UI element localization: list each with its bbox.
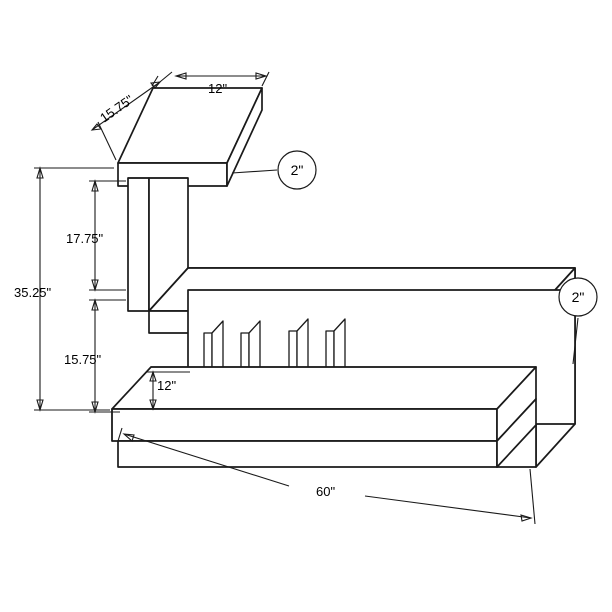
dim-overall-length: 60" xyxy=(117,427,536,525)
furniture-geometry xyxy=(111,87,576,468)
dim-label-base-depth: 12" xyxy=(157,378,176,393)
dim-top-shelf-width: 12" xyxy=(154,71,270,96)
dim-label-top-depth: 15.75" xyxy=(97,92,136,126)
callout-bubble-right xyxy=(558,277,598,317)
dim-label-top-width: 12" xyxy=(208,81,227,96)
callout-bubble-top xyxy=(277,150,317,190)
callout-label-right: 2" xyxy=(572,289,585,305)
dim-label-lower-height: 15.75" xyxy=(64,352,102,367)
dim-lower-height: 15.75" xyxy=(64,298,126,414)
callout-top-thickness: 2" xyxy=(231,150,317,190)
dim-label-upper-height: 17.75" xyxy=(66,231,104,246)
dim-upper-height: 17.75" xyxy=(66,179,126,292)
callout-right-thickness: 2" xyxy=(558,277,598,365)
top-shelf xyxy=(117,87,263,187)
dim-overall-height: 35.25" xyxy=(14,166,114,412)
callout-annotations: 2" 2" xyxy=(231,150,598,365)
dim-label-overall-height: 35.25" xyxy=(14,285,52,300)
dim-base-depth: 12" xyxy=(147,370,190,411)
base-deck xyxy=(111,366,537,468)
callout-label-top: 2" xyxy=(291,162,304,178)
dim-label-overall-length: 60" xyxy=(316,484,335,499)
